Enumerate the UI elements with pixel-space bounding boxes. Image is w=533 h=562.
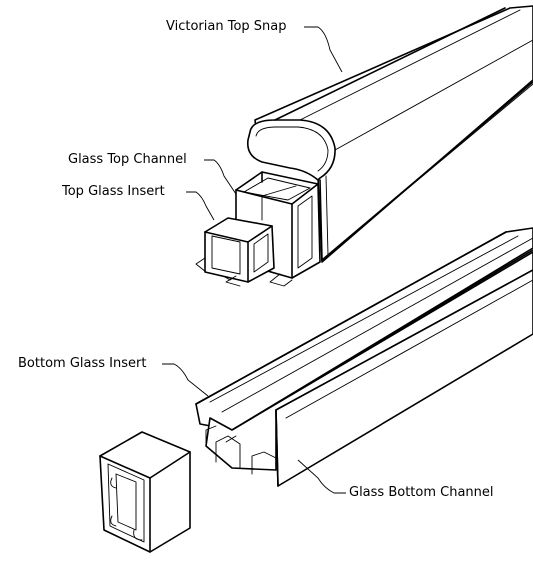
victorian-top-snap-part xyxy=(246,5,533,263)
top-glass-insert-part xyxy=(195,185,297,287)
label-glass-bottom-channel: Glass Bottom Channel xyxy=(349,485,494,500)
label-bottom-glass-insert: Bottom Glass Insert xyxy=(18,356,147,371)
leader-glass-bottom-channel xyxy=(297,459,346,494)
label-victorian-top-snap: Victorian Top Snap xyxy=(166,19,287,34)
leader-glass-top-channel xyxy=(204,159,237,195)
end-cap-part xyxy=(99,431,191,553)
glass-bottom-channel-part xyxy=(205,251,533,487)
leader-victorian-top-snap xyxy=(304,26,343,73)
bottom-glass-insert-part xyxy=(195,227,533,431)
leader-bottom-glass-insert xyxy=(162,363,209,397)
label-glass-top-channel: Glass Top Channel xyxy=(68,152,187,167)
leader-top-glass-insert xyxy=(186,191,215,221)
label-top-glass-insert: Top Glass Insert xyxy=(62,184,165,199)
